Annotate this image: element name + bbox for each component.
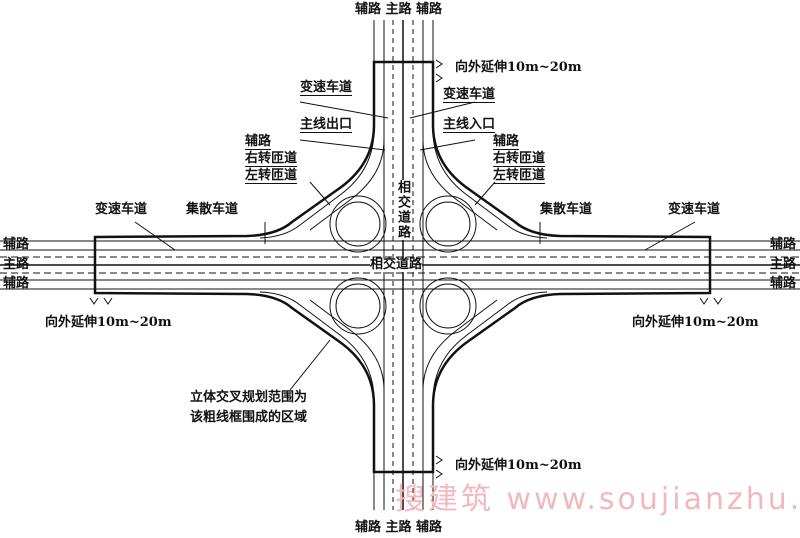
main-entry-label: 主线入口 bbox=[443, 117, 496, 133]
aux-road-label-w1: 辅路 bbox=[3, 237, 30, 252]
speed-lane-label-e: 变速车道 bbox=[668, 202, 721, 217]
aux-road-label-e2: 辅路 bbox=[770, 276, 797, 291]
leader-lines bbox=[89, 59, 723, 479]
cross-road-label-vertical: 相交道路 bbox=[395, 180, 410, 240]
aux-road-label-nw: 辅路 bbox=[245, 134, 272, 150]
extend-label-right: 向外延伸10m~20m bbox=[632, 315, 759, 330]
aux-road-label-w2: 辅路 bbox=[3, 276, 30, 291]
cd-lane-label-e: 集散车道 bbox=[540, 202, 593, 217]
cross-road-label-horizontal: 相交道路 bbox=[370, 257, 423, 272]
extend-label-bottom: 向外延伸10m~20m bbox=[455, 458, 582, 473]
extend-label-left: 向外延伸10m~20m bbox=[45, 315, 172, 330]
ramps bbox=[259, 129, 548, 401]
main-road-label-w: 主路 bbox=[3, 257, 30, 272]
right-ramp-label-ne: 右转匝道 bbox=[493, 151, 546, 167]
watermark: 搜建筑 www.soujianzhu.cn bbox=[395, 482, 800, 517]
aux-road-label-ne: 辅路 bbox=[493, 134, 520, 150]
bottom-road-labels: 辅路 主路 辅路 bbox=[355, 520, 443, 535]
speed-lane-label-ne: 变速车道 bbox=[443, 87, 496, 103]
note-line-1: 立体交叉规划范围为 bbox=[190, 390, 308, 405]
extend-label-top: 向外延伸10m~20m bbox=[455, 60, 582, 75]
top-road-labels: 辅路 主路 辅路 bbox=[355, 2, 443, 17]
right-ramp-label-nw: 右转匝道 bbox=[245, 151, 298, 167]
speed-lane-label-nw: 变速车道 bbox=[300, 80, 353, 96]
note-line-2: 该粗线框围成的区域 bbox=[190, 410, 308, 425]
left-ramp-label-ne: 左转匝道 bbox=[493, 168, 546, 184]
left-ramp-label-nw: 左转匝道 bbox=[245, 168, 298, 184]
main-road-label-e: 主路 bbox=[770, 257, 797, 272]
speed-lane-label-w: 变速车道 bbox=[95, 202, 148, 217]
main-exit-label: 主线出口 bbox=[300, 117, 353, 133]
aux-road-label-e1: 辅路 bbox=[770, 237, 797, 252]
cd-lane-label-w: 集散车道 bbox=[186, 202, 239, 217]
planning-boundary bbox=[93, 60, 712, 474]
